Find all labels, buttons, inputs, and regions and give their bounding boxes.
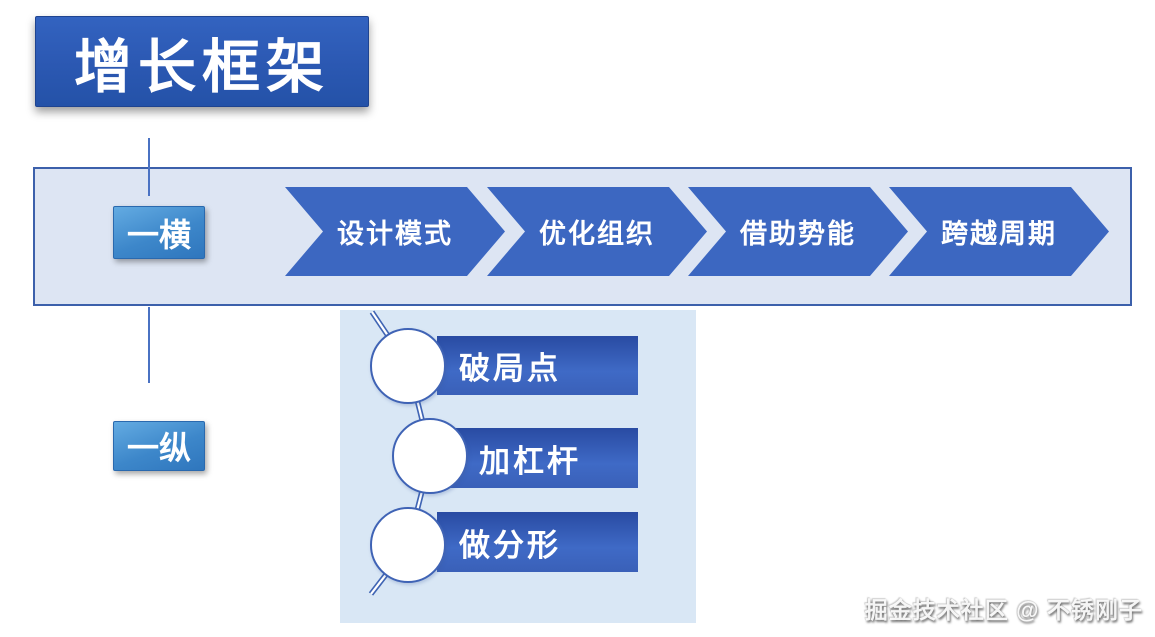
vertical-item-bar-3: 做分形: [437, 512, 638, 572]
tag-one-horizontal-label: 一横: [126, 216, 191, 253]
diagram-title-label: 增长框架: [73, 34, 330, 100]
vertical-item-2-label: 加杠杆: [479, 443, 581, 479]
vertical-item-bar-2: 加杠杆: [437, 428, 638, 488]
step-chevron-1-label: 设计模式: [337, 219, 453, 249]
tag-one-vertical: 一纵: [113, 421, 205, 471]
vertical-item-1-label: 破局点: [459, 351, 561, 386]
connector-line-title-to-band: [148, 138, 150, 196]
step-chevron-2: 优化组织: [487, 187, 707, 276]
connector-line-band-to-vertical: [148, 307, 150, 383]
tag-one-horizontal: 一横: [113, 206, 205, 259]
step-chevron-4-label: 跨越周期: [941, 219, 1057, 249]
bullet-circle-icon-2: [392, 418, 468, 494]
vertical-item-3-label: 做分形: [459, 527, 561, 563]
bullet-circle-icon-3: [370, 507, 446, 583]
diagram-title: 增长框架: [35, 16, 369, 107]
step-chevron-2-label: 优化组织: [539, 219, 655, 249]
tag-one-vertical-label: 一纵: [126, 430, 191, 466]
watermark-text: 掘金技术社区 @ 不锈刚子: [864, 597, 1143, 623]
bullet-circle-icon-1: [370, 328, 446, 404]
step-chevron-3-label: 借助势能: [740, 219, 856, 249]
vertical-item-bar-1: 破局点: [437, 336, 638, 395]
